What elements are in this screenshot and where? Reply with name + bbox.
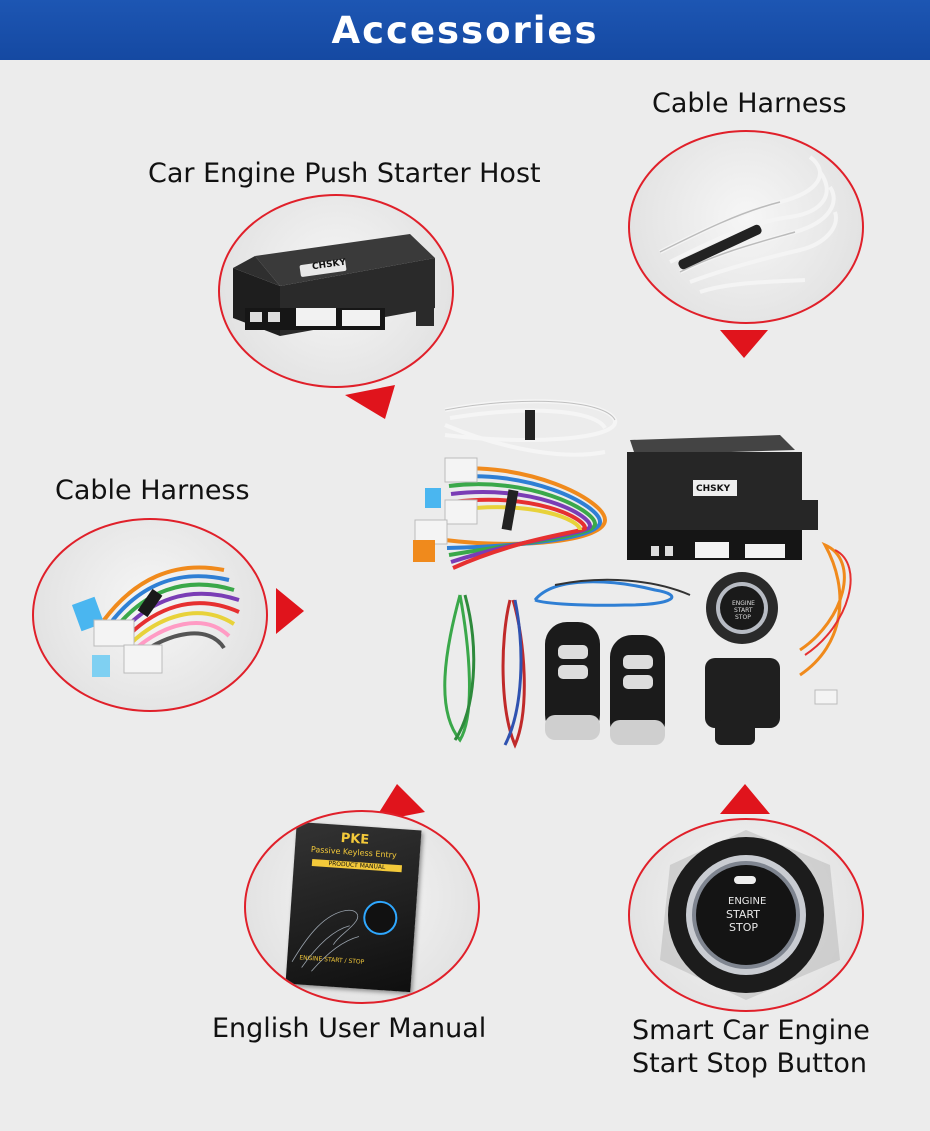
manual-label: English User Manual — [212, 1013, 487, 1044]
kit-host-brand: CHSKY — [696, 484, 731, 494]
harness-top-label: Cable Harness — [652, 88, 847, 119]
button-face-text-2: START — [726, 908, 760, 921]
page-title: Accessories — [331, 8, 599, 52]
kit-button-text: STOP — [735, 614, 751, 621]
hand-illustration — [291, 900, 398, 972]
host-arrow-icon — [345, 385, 395, 419]
button-face-text-3: STOP — [729, 921, 758, 934]
manual-cover-subtitle: Passive Keyless Entry — [310, 844, 397, 860]
button-label-line2: Start Stop Button — [632, 1048, 867, 1079]
button-label-line1: Smart Car Engine — [632, 1015, 870, 1046]
host-label: Car Engine Push Starter Host — [148, 158, 541, 189]
kit-button-text: START — [734, 607, 753, 614]
manual-cover-title: PKE — [340, 830, 370, 848]
harness-left-circle — [32, 518, 268, 712]
harness-left-label: Cable Harness — [55, 475, 250, 506]
kit-overview-image — [413, 399, 852, 749]
header-banner: Accessories — [0, 0, 930, 60]
button-circle: ENGINE START STOP — [628, 818, 864, 1012]
cable-harness-left-image — [71, 565, 240, 677]
host-box-image — [233, 234, 435, 336]
harness-top-circle — [628, 130, 864, 324]
manual-cover: PKE Passive Keyless Entry PRODUCT MANUAL… — [285, 821, 422, 993]
kit-button-text: ENGINE — [732, 600, 755, 607]
cable-harness-top-image — [659, 155, 838, 294]
button-face-text-1: ENGINE — [728, 896, 767, 907]
button-arrow-icon — [720, 784, 770, 814]
start-stop-button-image — [660, 830, 840, 1000]
harness-left-arrow-icon — [276, 588, 304, 634]
manual-circle: PKE Passive Keyless Entry PRODUCT MANUAL… — [244, 810, 480, 1004]
manual-cover-band: PRODUCT MANUAL — [311, 859, 403, 873]
host-circle: CHSKY — [218, 194, 454, 388]
harness-top-arrow-icon — [720, 330, 768, 358]
